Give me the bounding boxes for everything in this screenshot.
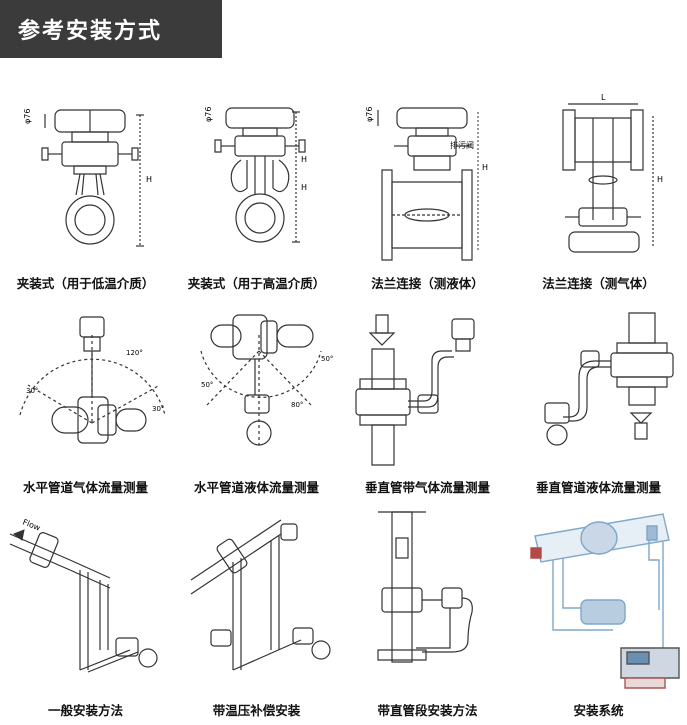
angle-label: 120° [126, 349, 143, 357]
figure-caption: 法兰连接（测液体） [371, 276, 484, 291]
figure-horizontal-gas: 120° 30° 30° 水平管道气体流量测量 [0, 295, 171, 500]
figure-vertical-liquid: 垂直管道液体流量测量 [513, 295, 684, 500]
section-header: 参考安装方式 [0, 0, 222, 58]
angle-label: 50° [201, 381, 213, 389]
figure-install-system: 安装系统 [513, 500, 684, 725]
dim-label: H [146, 175, 152, 184]
figure-horizontal-liquid: 50° 50° 80° 水平管道液体流量测量 [171, 295, 342, 500]
figure-vertical-gas: 垂直管带气体流量测量 [342, 295, 513, 500]
angle-label: 80° [291, 401, 303, 409]
figure-general-install: Flow 一般安装方法 [0, 500, 171, 725]
horizontal-gas-drawing: 120° 30° 30° [0, 295, 171, 480]
angle-label: 30° [152, 405, 164, 413]
figure-wafer-high-temp: φ76 H H 夹装式（用于高温介质） [171, 70, 342, 295]
dim-label: L [601, 93, 606, 102]
figure-wafer-low-temp: φ76 H 夹装式（用于低温介质） [0, 70, 171, 295]
angle-label: 30° [26, 387, 38, 395]
dim-label: H [301, 183, 307, 192]
figure-caption: 带直管段安装方法 [377, 703, 478, 718]
figure-caption: 夹装式（用于低温介质） [16, 276, 155, 291]
dim-label: φ76 [204, 107, 213, 122]
angle-label: 50° [321, 355, 333, 363]
flange-liquid-drawing: φ76 排污阀 H [365, 107, 488, 270]
figure-temp-pressure-comp: 带温压补偿安装 [171, 500, 342, 725]
figure-caption: 一般安装方法 [47, 703, 123, 718]
callout-label: 排污阀 [450, 140, 474, 150]
dim-label: H [657, 175, 663, 184]
figure-caption: 安装系统 [573, 703, 624, 718]
vertical-gas-drawing [342, 295, 513, 480]
figure-caption: 水平管道液体流量测量 [193, 480, 319, 495]
installation-grid: φ76 H 夹装式（用于低温介质） φ76 H H [0, 70, 687, 725]
figure-caption: 水平管道气体流量测量 [22, 480, 148, 495]
wafer-high-temp-drawing: φ76 H H [204, 107, 307, 270]
straight-pipe-drawing [342, 500, 513, 695]
temp-pressure-comp-drawing [171, 500, 342, 695]
figure-caption: 夹装式（用于高温介质） [187, 276, 326, 291]
figure-caption: 带温压补偿安装 [212, 703, 301, 718]
horizontal-liquid-drawing: 50° 50° 80° [171, 295, 333, 480]
wafer-low-temp-drawing: φ76 H [23, 109, 152, 270]
general-install-drawing: Flow [0, 518, 171, 695]
dim-label: φ76 [365, 107, 374, 122]
install-system-drawing [513, 500, 684, 695]
figure-flange-gas: L H 法兰连接（测气体） [513, 70, 684, 295]
vertical-liquid-drawing [513, 295, 684, 480]
figure-caption: 垂直管带气体流量测量 [364, 480, 490, 495]
section-title: 参考安装方式 [18, 19, 163, 44]
figure-flange-liquid: φ76 排污阀 H 法兰连接（测液体） [342, 70, 513, 295]
flange-gas-drawing: L H [513, 93, 663, 270]
dim-label: φ76 [23, 109, 32, 124]
figure-caption: 垂直管道液体流量测量 [535, 480, 661, 495]
dim-label: H [482, 163, 488, 172]
figure-caption: 法兰连接（测气体） [542, 276, 655, 291]
dim-label: H [301, 155, 307, 164]
figure-straight-pipe: 带直管段安装方法 [342, 500, 513, 725]
